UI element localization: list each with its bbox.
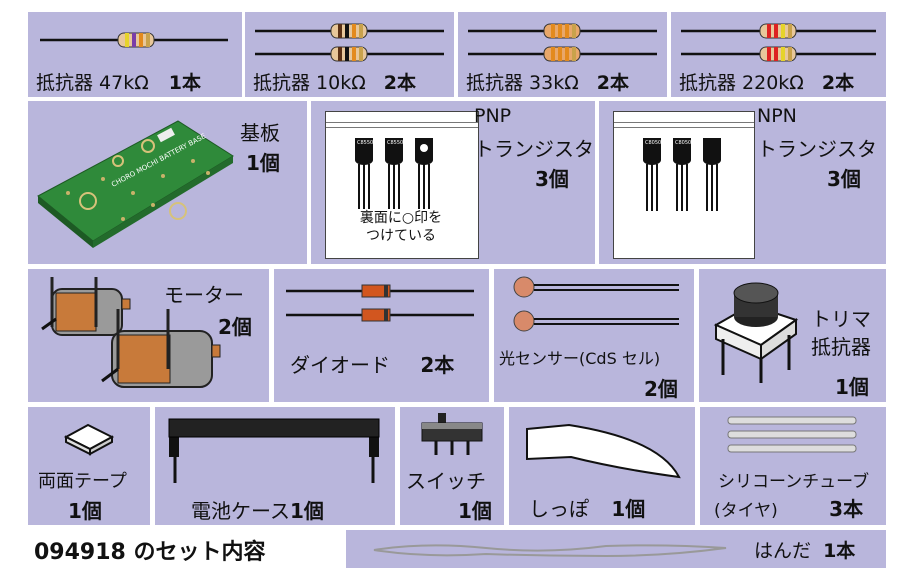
npn-label: トランジスタ xyxy=(757,137,877,161)
board-qty: 1個 xyxy=(246,151,280,175)
resistor-qty: 2本 xyxy=(821,72,855,94)
silicone-tube-icon xyxy=(727,416,857,453)
battery-case-panel: 電池ケース1個 xyxy=(155,407,395,525)
pnp-note-line2: つけている xyxy=(366,228,436,244)
slide-switch-icon xyxy=(421,413,483,455)
pnp-type: PNP xyxy=(474,105,512,127)
transistor-marking: C8550 xyxy=(387,140,404,146)
npn-type: NPN xyxy=(757,105,797,127)
switch-panel: スイッチ 1個 xyxy=(400,407,504,525)
tail-icon xyxy=(526,423,681,479)
resistor-icon xyxy=(255,23,444,62)
diode-qty: 2本 xyxy=(420,353,455,377)
resistor-qty: 2本 xyxy=(383,72,417,94)
transistor-marking: C8550 xyxy=(357,140,374,146)
board-name: 基板 xyxy=(240,121,280,145)
trimmer-line2: 抵抗器 xyxy=(811,335,871,359)
resistor-panel-10k: 抵抗器 10kΩ 2本 xyxy=(245,12,454,97)
solder-name: はんだ xyxy=(754,540,812,562)
diode-icon xyxy=(286,284,474,322)
sensor-panel: 光センサー(CdS セル) 2個 xyxy=(494,269,694,402)
trimmer-panel: トリマ 抵抗器 1個 xyxy=(699,269,886,402)
trimmer-icon xyxy=(713,282,799,383)
resistor-label: 抵抗器 220kΩ xyxy=(679,72,804,94)
cds-sensor-icon xyxy=(513,276,679,332)
tube-line2: (タイヤ) xyxy=(714,501,778,521)
motor-panel: モーター 2個 xyxy=(28,269,269,402)
solder-qty: 1本 xyxy=(823,540,856,562)
resistor-qty: 2本 xyxy=(596,72,630,94)
sensor-name: 光センサー(CdS セル) xyxy=(499,349,661,368)
resistor-label: 抵抗器 33kΩ xyxy=(466,72,579,94)
board-panel: CHORO MOCHI BATTERY BASE 基板 1個 xyxy=(28,101,307,264)
pnp-note-line1: 裏面に○印を xyxy=(359,210,443,226)
resistor-qty: 1本 xyxy=(168,72,202,94)
parts-bag xyxy=(613,111,755,259)
battery-case-qty: 1個 xyxy=(290,499,324,523)
double-sided-tape-icon xyxy=(63,423,115,456)
resistor-panel-47k: 抵抗器 47kΩ 1本 xyxy=(28,12,242,97)
resistor-label: 抵抗器 10kΩ xyxy=(253,72,366,94)
npn-qty: 3個 xyxy=(827,167,861,191)
tail-name: しっぽ xyxy=(529,497,589,521)
battery-case-name: 電池ケース xyxy=(191,499,290,523)
tube-line1: シリコーンチューブ xyxy=(718,472,870,492)
resistor-label: 抵抗器 47kΩ xyxy=(36,72,149,94)
tube-qty: 3本 xyxy=(829,497,864,521)
motor-name: モーター xyxy=(164,283,244,307)
sensor-qty: 2個 xyxy=(644,377,678,401)
transistor-marking: C8050 xyxy=(645,140,662,146)
transistor-icon xyxy=(355,138,433,211)
tail-qty: 1個 xyxy=(611,497,646,521)
diode-name: ダイオード xyxy=(290,353,390,377)
trimmer-qty: 1個 xyxy=(835,375,869,399)
pnp-panel: C8550 C8550 裏面に○印を つけている PNP トランジスタ 3個 xyxy=(311,101,595,264)
resistor-icon xyxy=(468,23,657,62)
resistor-panel-33k: 抵抗器 33kΩ 2本 xyxy=(458,12,667,97)
pnp-label: トランジスタ xyxy=(474,137,594,161)
transistor-marking: C8050 xyxy=(675,140,692,146)
switch-name: スイッチ xyxy=(406,469,486,493)
solder-wire-icon xyxy=(373,544,727,558)
trimmer-line1: トリマ xyxy=(811,307,871,331)
tail-panel: しっぽ 1個 xyxy=(509,407,695,525)
tape-qty: 1個 xyxy=(68,499,102,523)
diode-panel: ダイオード 2本 xyxy=(274,269,489,402)
resistor-icon xyxy=(40,32,228,48)
tube-panel: シリコーンチューブ (タイヤ) 3本 xyxy=(700,407,886,525)
npn-panel: C8050 C8050 NPN トランジスタ 3個 xyxy=(599,101,886,264)
kit-contents-title: 094918 のセット内容 xyxy=(34,540,266,565)
battery-case-icon xyxy=(168,418,380,483)
tape-panel: 両面テープ 1個 xyxy=(28,407,150,525)
resistor-icon xyxy=(681,23,876,62)
pcb-board-image: CHORO MOCHI BATTERY BASE xyxy=(37,120,234,248)
solder-panel: はんだ 1本 xyxy=(346,530,886,568)
tape-name: 両面テープ xyxy=(38,471,127,492)
pnp-qty: 3個 xyxy=(535,167,569,191)
motor-qty: 2個 xyxy=(218,315,252,339)
motor-icon xyxy=(41,277,221,388)
switch-qty: 1個 xyxy=(458,499,492,523)
resistor-panel-220k: 抵抗器 220kΩ 2本 xyxy=(671,12,886,97)
transistor-icon xyxy=(643,138,721,211)
